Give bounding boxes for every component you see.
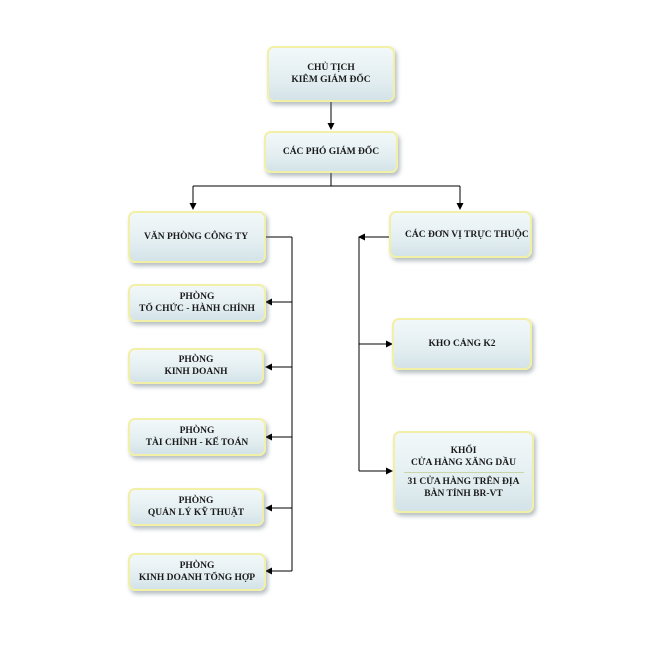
technical-line-2: QUẢN LÝ KỸ THUẬT	[147, 508, 245, 518]
stores-line-2: CỬA HÀNG XĂNG DẦU	[411, 457, 516, 468]
finance-line-1: PHÒNG	[179, 426, 215, 436]
chairman-line-2: KIÊM GIÁM ĐỐC	[291, 75, 371, 85]
stores-divider	[403, 471, 524, 473]
chairman-box: CHỦ TỊCH KIÊM GIÁM ĐỐC	[267, 46, 395, 102]
stores-box: KHỐI CỬA HÀNG XĂNG DẦU 31 CỬA HÀNG TRÊN …	[393, 431, 534, 513]
stores-line-1: KHỐI	[450, 445, 477, 456]
org-admin-line-1: PHÒNG	[179, 292, 215, 302]
warehouse-box: KHO CẢNG K2	[392, 318, 532, 370]
stores-line-4: BÀN TỈNH BR-VT	[424, 488, 503, 499]
units-label: CÁC ĐƠN VỊ TRỰC THUỘC	[405, 229, 529, 240]
technical-line-1: PHÒNG	[178, 496, 214, 506]
business-line-2: KINH DOANH	[164, 367, 228, 377]
chairman-line-1: CHỦ TỊCH	[307, 63, 355, 73]
general-business-box: PHÒNG KINH DOANH TỔNG HỢP	[128, 553, 266, 591]
units-box: CÁC ĐƠN VỊ TRỰC THUỘC	[389, 211, 532, 258]
stores-line-3: 31 CỬA HÀNG TRÊN ĐỊA	[407, 476, 520, 487]
finance-line-2: TÀI CHÍNH - KẾ TOÁN	[145, 438, 249, 448]
general-business-line-2: KINH DOANH TỔNG HỢP	[138, 573, 256, 583]
deputies-box: CÁC PHÓ GIÁM ĐỐC	[264, 131, 398, 173]
org-admin-box: PHÒNG TỔ CHỨC - HÀNH CHÍNH	[128, 284, 266, 322]
business-line-1: PHÒNG	[178, 355, 214, 365]
org-admin-line-2: TỔ CHỨC - HÀNH CHÍNH	[139, 304, 255, 314]
deputies-label: CÁC PHÓ GIÁM ĐỐC	[282, 147, 380, 157]
office-box: VĂN PHÒNG CÔNG TY	[128, 211, 266, 263]
general-business-line-1: PHÒNG	[179, 561, 215, 571]
technical-box: PHÒNG QUẢN LÝ KỸ THUẬT	[128, 488, 264, 526]
warehouse-label: KHO CẢNG K2	[428, 339, 496, 349]
finance-box: PHÒNG TÀI CHÍNH - KẾ TOÁN	[128, 418, 266, 456]
office-label: VĂN PHÒNG CÔNG TY	[144, 232, 249, 242]
business-box: PHÒNG KINH DOANH	[128, 348, 264, 384]
